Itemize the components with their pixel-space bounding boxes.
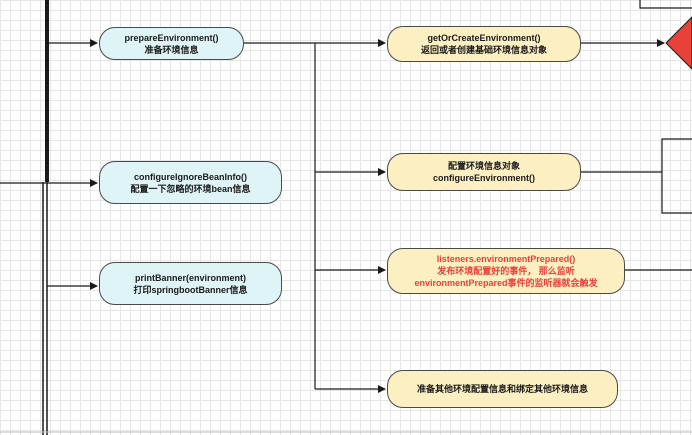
configure-environment-desc: 配置环境信息对象 xyxy=(447,161,520,171)
configure-env-bracket xyxy=(661,138,692,214)
configure-ignore-title: configureIgnoreBeanInfo() xyxy=(134,171,247,182)
environment-prepared-desc-1: 发布环境配置好的事件， 那么监听 xyxy=(437,266,575,276)
bind-other-desc: 准备其他环境配置信息和绑定其他环境信息 xyxy=(416,384,588,394)
print-banner-title: printBanner(environment) xyxy=(134,272,246,283)
get-or-create-desc: 返回或者创建基础环境信息对象 xyxy=(420,45,547,55)
decision-diamond xyxy=(665,16,692,70)
get-or-create-environment-node[interactable]: getOrCreateEnvironment() 返回或者创建基础环境信息对象 xyxy=(387,26,581,62)
bind-other-environment-node[interactable]: 准备其他环境配置信息和绑定其他环境信息 xyxy=(387,370,618,408)
get-or-create-title: getOrCreateEnvironment() xyxy=(427,33,541,43)
environment-prepared-node[interactable]: listeners.environmentPrepared() 发布环境配置好的… xyxy=(387,248,625,294)
environment-prepared-desc-2: environmentPrepared事件的监听器就会触发 xyxy=(414,278,598,288)
environment-prepared-title: listeners.environmentPrepared() xyxy=(436,254,576,264)
print-banner-desc: 打印springbootBanner信息 xyxy=(133,284,248,295)
top-right-connector xyxy=(639,0,692,9)
prepare-environment-desc: 准备环境信息 xyxy=(144,44,199,55)
configure-environment-node[interactable]: 配置环境信息对象 configureEnvironment() xyxy=(387,153,581,191)
prepare-environment-title: prepareEnvironment() xyxy=(124,32,219,43)
prepare-environment-node[interactable]: prepareEnvironment() 准备环境信息 xyxy=(99,27,244,60)
configure-environment-title: configureEnvironment() xyxy=(432,173,535,183)
configure-ignore-bean-info-node[interactable]: configureIgnoreBeanInfo() 配置一下忽略的环境bean信… xyxy=(99,161,282,204)
configure-ignore-desc: 配置一下忽略的环境bean信息 xyxy=(130,183,251,194)
print-banner-node[interactable]: printBanner(environment) 打印springbootBan… xyxy=(99,262,282,305)
